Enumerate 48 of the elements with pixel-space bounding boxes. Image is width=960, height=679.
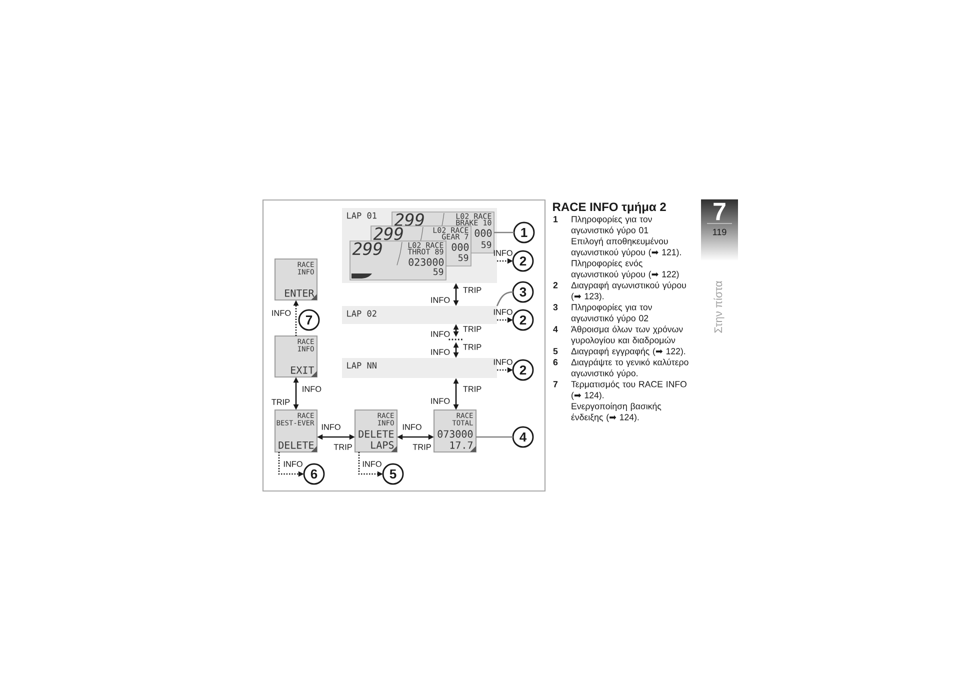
edge-label: TRIP: [463, 287, 482, 293]
callout-number: 3: [512, 281, 534, 303]
callout-number: 2: [512, 309, 534, 331]
leader-line: [494, 232, 514, 234]
key-label: INFO: [431, 297, 450, 303]
description-text: Διαγραφή αγωνιστικού γύρου (➡ 123).: [571, 282, 686, 302]
edge-label: TRIP: [463, 344, 482, 350]
running-head: Στην πίστα: [714, 281, 724, 333]
description-text: Τερματισμός του RACE INFO (➡ 124).: [571, 380, 686, 400]
callout-number: 6: [303, 463, 325, 485]
callout-number: 2: [512, 250, 534, 272]
edge-label: INFO: [302, 386, 322, 392]
key-label: TRIP: [334, 444, 352, 450]
key-label: INFO: [431, 398, 450, 404]
callout-number: 7: [298, 309, 320, 331]
key-label: INFO: [431, 331, 450, 337]
description-text: Επιλογή αποθηκευμένου αγωνιστικού γύρου (➡ 121).: [571, 238, 681, 258]
edge-label: INFO: [284, 461, 302, 467]
edge-label: INFO: [362, 461, 382, 467]
key-label: INFO: [431, 349, 450, 355]
callout-number: 2: [512, 359, 534, 381]
description-text: Διαγράψτε το γενικό καλύτερο αγωνιστικό γύρο.: [571, 358, 688, 378]
item-number: 4: [553, 326, 558, 332]
item-number: 3: [553, 304, 558, 310]
edge-label: TRIP: [463, 386, 482, 392]
edge-label: INFO: [272, 310, 291, 316]
item-number: 6: [553, 359, 558, 366]
description-text: Διαγραφή εγγραφής (➡ 122).: [571, 348, 686, 356]
edge-label: INFO: [402, 424, 422, 430]
callout-number: 1: [513, 222, 535, 244]
edge-label: INFO: [322, 424, 340, 430]
heading: RACE INFO τμήμα 2: [553, 202, 666, 214]
key-label: TRIP: [272, 399, 290, 405]
leader-line: [496, 291, 514, 306]
description-text: Ενεργοποίηση βασικής ένδειξης (➡ 124).: [571, 402, 662, 422]
callout-number: 4: [512, 426, 534, 448]
edge-label: TRIP: [463, 326, 482, 332]
item-number: 1: [554, 216, 558, 222]
item-number: 2: [553, 282, 558, 288]
description-text: Πληροφορίες για τον αγωνιστικό γύρο 02: [571, 304, 652, 324]
item-number: 7: [553, 381, 558, 388]
key-label: TRIP: [412, 444, 431, 450]
leader-line: [476, 436, 513, 438]
description-text: Πληροφορίες για τον αγωνιστικό γύρο 01: [571, 216, 652, 236]
description-text: Άθροισμα όλων των χρόνων γυρολογίου και διαδρομών: [571, 326, 683, 346]
callout-number: 5: [382, 463, 404, 485]
description-text: Πληροφορίες ενός αγωνιστικού γύρου (➡ 122): [571, 260, 679, 280]
item-number: 5: [553, 348, 558, 354]
